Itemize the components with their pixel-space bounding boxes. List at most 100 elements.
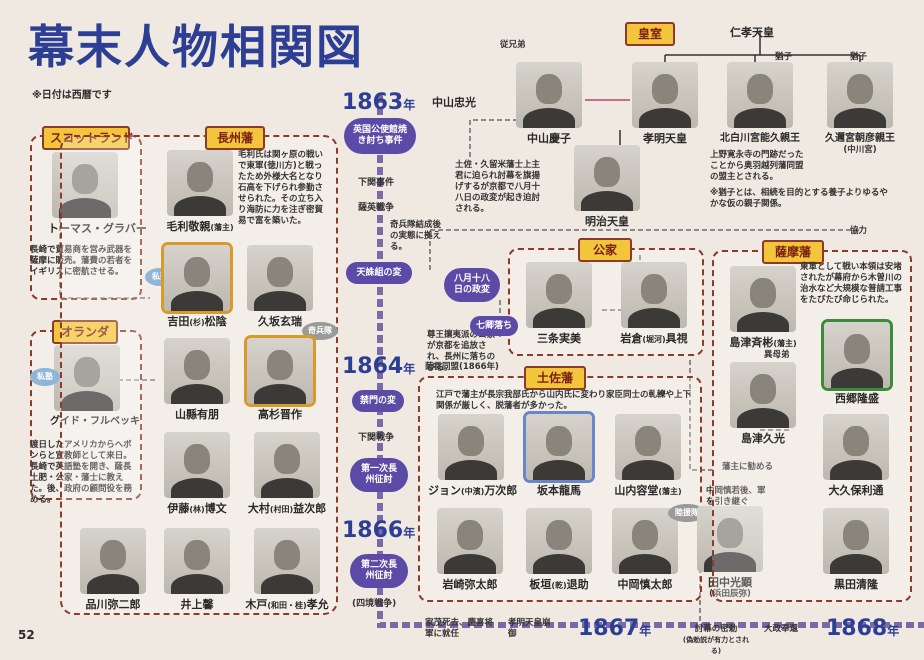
person-sanjo: 三条実美	[522, 262, 596, 345]
portrait-mori	[167, 150, 233, 216]
page-number: 52	[18, 628, 35, 642]
portrait-takasugi	[247, 338, 313, 404]
portrait-verbeck	[54, 345, 120, 411]
year-1867: 1867年	[578, 616, 652, 641]
tosa-kubo-note: 土佐・久留米藩士上主君に迫られ討幕を旗揚げするが京都で八月十八日の政変が起き迫討…	[455, 160, 541, 214]
person-takasugi: 高杉晋作	[243, 338, 317, 421]
person-nakaoka: 中岡慎太郎	[604, 508, 686, 591]
person-shimazu-hisamitsu: 島津久光	[726, 362, 800, 445]
person-okubo: 大久保利通	[816, 414, 896, 497]
komei-note: 上野寛永寺の門跡だったことから奥羽越列藩同盟の盟主とされる。	[710, 150, 804, 182]
portrait-yoshida	[164, 245, 230, 311]
person-kuninomiya: 久邇宮朝彦親王 (中川宮)	[808, 62, 912, 156]
person-yamauchi: 山内容堂(藩主)	[600, 414, 696, 498]
portrait-iwasaki	[437, 508, 503, 574]
portrait-john	[438, 414, 504, 480]
tosa-desc: 江戸で藩主が長宗我部氏から山内氏に変わり家臣同士の軋轢や上下関係が厳しく、脱藩者…	[436, 390, 692, 411]
portrait-itagaki	[526, 508, 592, 574]
portrait-saigo	[824, 322, 890, 388]
portrait-yamauchi	[615, 414, 681, 480]
person-kido: 木戸(和田・桂)孝允	[240, 528, 334, 612]
event-tenchu: 天誅組の変	[346, 262, 412, 284]
event-shichikyo: 七卿落ち	[470, 316, 518, 336]
person-ito: 伊藤(林)博文	[160, 432, 234, 516]
event-satsuei: 薩英戦争	[358, 203, 395, 213]
portrait-shimazu-hisamitsu	[730, 362, 796, 428]
imperial-tag: 皇室	[625, 22, 675, 46]
portrait-iwakura	[621, 262, 687, 328]
portrait-nakaoka	[612, 508, 678, 574]
adopt-label-1: 猶子	[775, 52, 793, 62]
kyodai-label: 異母弟	[764, 350, 790, 360]
yamauchi-note: 藩主に勧める	[722, 462, 774, 472]
event-eikoku: 英国公使館焼き討ち事件	[344, 118, 416, 154]
tobaku-note: 討幕の密勅(偽勅説が有力とされる)	[682, 624, 750, 655]
kyoryoku-label: 協力	[850, 226, 868, 236]
year-1866: 1866年	[342, 518, 416, 543]
person-tanaka: 田中光顕 (浜田辰弥)	[690, 506, 770, 600]
portrait-kido	[254, 528, 320, 594]
portrait-ito	[164, 432, 230, 498]
komei-death-note: 孝明天皇崩御	[508, 618, 551, 639]
person-iwakura: 岩倉(堀河)具視	[608, 262, 700, 346]
kuge-tag: 公家	[578, 238, 632, 262]
portrait-shimazu-nariakira	[730, 266, 796, 332]
oranda-tag: オランダ	[52, 320, 118, 344]
satsuma-desc: 東軍として戦い本領は安堵されたが幕府から木曽川の治水など大規模な普請工事をたびた…	[800, 262, 903, 305]
year-1863: 1863年	[342, 90, 416, 115]
person-verbeck: グイド・フルベッキ	[50, 345, 140, 428]
person-iwasaki: 岩崎弥太郎	[430, 508, 510, 591]
person-shinagawa: 品川弥二郎	[76, 528, 150, 611]
portrait-glover	[52, 152, 118, 218]
person-itagaki: 板垣(乾)退助	[518, 508, 600, 592]
event-choshu1: 第一次長州征討	[350, 458, 408, 492]
portrait-kusaka	[247, 245, 313, 311]
adopt-label-2: 猶子	[850, 52, 868, 62]
person-yamagata: 山縣有朋	[160, 338, 234, 421]
portrait-sanjo	[526, 262, 592, 328]
portrait-sakamoto	[526, 414, 592, 480]
person-omura: 大村(村田)益次郎	[243, 432, 331, 516]
rikuentai-badge: 陸援隊	[668, 504, 706, 522]
person-mori: 毛利敬親(藩主)	[160, 150, 240, 234]
person-ninko: 仁孝天皇	[730, 26, 774, 39]
person-inoue: 井上馨	[160, 528, 234, 611]
cousin-label: 従兄弟	[500, 40, 526, 50]
mori-desc: 毛利氏は関ヶ原の戦いで東軍(徳川方)と戦ったため外様大名となり石高を下げられ参勤…	[238, 150, 324, 226]
event-shikyo: (四境戦争)	[352, 599, 397, 609]
kuni-note: ※猶子とは、相続を目的とする養子よりゆるやかな仮の親子関係。	[710, 188, 888, 209]
event-8-18: 八月十八日の政変	[444, 268, 500, 302]
kiheitai-badge: 奇兵隊	[302, 322, 338, 340]
portrait-meiji	[574, 145, 640, 211]
person-glover: トーマス・グラバー	[48, 152, 147, 235]
portrait-nakayama-yoshiko	[516, 62, 582, 128]
portrait-kuninomiya	[827, 62, 893, 128]
nakaoka-note: 中岡慎若後、軍を引き継ぐ	[706, 486, 766, 507]
portrait-shinagawa	[80, 528, 146, 594]
person-kuroda: 黒田清隆	[816, 508, 896, 591]
glover-desc: 長崎で貿易商を営み武器を薩摩に販売。藩費の若者をイギリスに密航させる。	[30, 245, 133, 277]
portrait-tanaka	[697, 506, 763, 572]
tosa-tag: 土佐藩	[524, 366, 586, 390]
person-nakayama-yoshiko: 中山慶子	[512, 62, 586, 145]
taisei-note: 大政奉還	[764, 624, 799, 634]
person-komei: 孝明天皇	[628, 62, 702, 145]
person-shimazu-nariakira: 島津斉彬(藩主)	[718, 266, 808, 350]
portrait-omura	[254, 432, 320, 498]
person-meiji: 明治天皇	[570, 145, 644, 228]
event-shimonoseki: 下関事件	[358, 178, 395, 188]
person-sakamoto: 坂本龍馬	[522, 414, 596, 497]
year-1868: 1868年	[826, 616, 900, 641]
portrait-komei	[632, 62, 698, 128]
person-yoshida: 吉田(杉)松陰	[160, 245, 234, 329]
kihei-note: 奇兵隊結成後の実態に拠える。	[390, 220, 442, 252]
satsuma-tag: 薩摩藩	[762, 240, 824, 264]
person-kitashirakawa: 北白川宮能久親王	[712, 62, 808, 145]
date-note: ※日付は西暦です	[32, 90, 112, 101]
shijuku-badge-2: 私塾	[30, 368, 60, 386]
person-nakayama-tadayasu: 中山忠光	[432, 96, 476, 109]
event-kinmon: 禁門の変	[352, 390, 404, 412]
person-kusaka: 久坂玄瑞	[243, 245, 317, 328]
person-saigo: 西郷隆盛	[820, 322, 894, 405]
